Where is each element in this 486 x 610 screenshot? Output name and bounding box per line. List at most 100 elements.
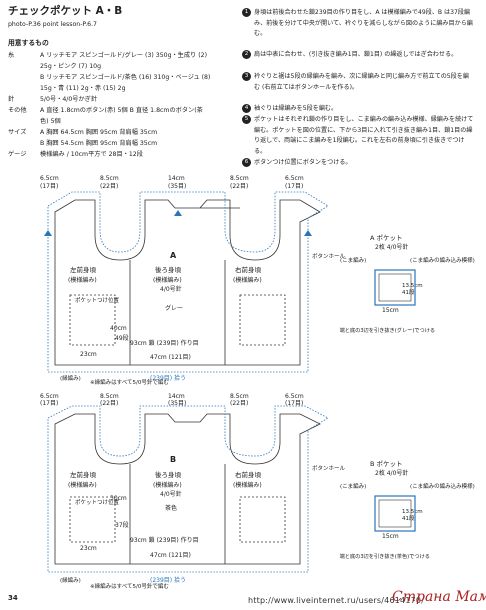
- pocket-placement: [69, 496, 116, 543]
- dim-stitches: (17目): [40, 400, 58, 407]
- pocket-width: 15cm: [382, 533, 399, 540]
- pickup-label: (239目) 拾う: [150, 576, 186, 584]
- buttonhole-label: ボタンホール: [312, 464, 346, 472]
- pocket-b-diagram: B ポケット 2枚 4/0号針 (こま編み) (こま編みの編み込み模様) 15c…: [340, 460, 475, 560]
- step-number: 3: [242, 72, 251, 81]
- material-text: 模様編み / 10cm平方で 28目・12段: [40, 151, 143, 158]
- step-number: 5: [242, 115, 251, 124]
- step-number: 1: [242, 8, 251, 17]
- dim-label: 6.5cm: [285, 393, 304, 400]
- dim-stitches: (17目): [40, 183, 58, 190]
- dim-label: 8.5cm: [230, 175, 249, 182]
- footer-url[interactable]: http://www.liveinternet.ru/users/4614170…: [248, 596, 425, 605]
- pocket-rows: 41段: [402, 514, 415, 522]
- photo-reference: photo-P.36 point lesson-P.6.7: [8, 21, 97, 28]
- material-text: 5/0号・4/0号かぎ針: [40, 96, 98, 103]
- diagram-letter: A: [170, 251, 177, 260]
- pocket-inner: [378, 273, 412, 302]
- dim-label: 6.5cm: [40, 393, 59, 400]
- material-label: ゲージ: [8, 151, 27, 158]
- pocket-position-label: ポケットつけ位置: [75, 296, 120, 304]
- note-label: ※縁編みはすべて5/0号針で編む: [90, 582, 169, 590]
- pocket-title: B ポケット: [370, 460, 403, 468]
- note-label: ※縁編みはすべて5/0号針で編む: [90, 378, 169, 386]
- material-text: 色) 5個: [40, 118, 61, 125]
- needle-label: 4/0号針: [160, 285, 182, 293]
- material-label: サイズ: [8, 129, 27, 136]
- right-front-label: 右前身頃: [235, 265, 262, 274]
- left-front-label: 左前身頃: [70, 470, 97, 479]
- side-width-label: 23cm: [80, 545, 97, 552]
- dim-stitches: (35目): [168, 183, 186, 190]
- dim-stitches: (22目): [100, 183, 118, 190]
- pocket-a-diagram: A ポケット 2枚 4/0号針 (こま編み) (こま編みの編み込み模様) 15c…: [340, 234, 475, 334]
- pocket-position-label: ポケットつけ位置: [75, 498, 120, 506]
- step-text: 肩は中表に合わせ、(引き抜き編み1目、鎖1目) の繰返しではぎ合わせる。: [254, 51, 458, 58]
- step-text: 袖ぐりは縁編みを5段を編む。: [254, 105, 338, 112]
- color-label: グレー: [165, 304, 183, 312]
- diagram-b: 6.5cm (17目) 8.5cm (22目) 14cm (35目) 8.5cm…: [40, 393, 346, 590]
- pocket-sub: 2枚 4/0号針: [375, 243, 408, 251]
- pocket-inner: [378, 499, 412, 528]
- pocket-caption: 左右の端と底の3辺を引き抜き(グレー)でつける: [340, 326, 435, 334]
- page-number: 34: [8, 594, 18, 602]
- material-text: 15g・青 (11) 2g・赤 (15) 2g: [40, 85, 126, 92]
- pattern-label: (こま編みの編み込み模様): [410, 482, 475, 490]
- buttonhole-label: ボタンホール: [312, 252, 346, 260]
- edge-label: (縁編み): [60, 374, 81, 382]
- dim-stitches: (22目): [230, 400, 248, 407]
- row-count-label: 49段: [115, 334, 129, 342]
- materials-heading: 用意するもの: [8, 39, 49, 47]
- bottom-dim: 47cm (121目): [150, 354, 191, 361]
- diagram-letter: B: [170, 455, 176, 464]
- pocket-width: 15cm: [382, 307, 399, 314]
- pocket-sub: 2枚 4/0号針: [375, 469, 408, 477]
- diagram-a: 6.5cm (17目) 8.5cm (22目) 14cm (35目) 8.5cm…: [40, 175, 346, 386]
- right-front-label: 右前身頃: [235, 470, 262, 479]
- pattern-label: (模様編み): [233, 276, 262, 284]
- pattern-label: (模様編み): [233, 481, 262, 489]
- pocket-rows: 41段: [402, 288, 415, 296]
- material-label: 糸: [8, 52, 15, 59]
- bottom-dim: 93cm 鎖 (239目) 作り目: [130, 339, 199, 347]
- material-label: 針: [8, 96, 15, 103]
- material-text: B リッチモア スピンゴールド/茶色 (16) 310g・ベージュ (8): [40, 74, 211, 81]
- pocket-height: 13.5cm: [402, 509, 423, 515]
- dim-label: 6.5cm: [40, 175, 59, 182]
- step-text: 身頃は前後合わせた鎖239目の作り目をし、A は模様編みで49段、B は37段編…: [254, 9, 473, 38]
- bottom-dim: 47cm (121目): [150, 552, 191, 559]
- arrow-icon: [174, 210, 182, 216]
- dim-label: 8.5cm: [230, 393, 249, 400]
- left-front-label: 左前身頃: [70, 265, 97, 274]
- pocket-placement: [69, 294, 116, 346]
- step-number: 6: [242, 158, 251, 167]
- back-label: 後ろ身頃: [155, 265, 182, 274]
- step-number: 2: [242, 50, 251, 59]
- pattern-label: (模様編み): [68, 481, 97, 489]
- dim-stitches: (22目): [100, 400, 118, 407]
- edge-label: (こま編み): [340, 256, 366, 264]
- brand-watermark: Страна Мам: [392, 589, 486, 605]
- pocket-height: 13.5cm: [402, 283, 423, 289]
- dim-label: 8.5cm: [100, 393, 119, 400]
- dim-stitches: (22目): [230, 183, 248, 190]
- pattern-label: (模様編み): [153, 481, 182, 489]
- step-text: ボタンつけ位置にボタンをつける。: [254, 159, 352, 166]
- edge-label: (こま編み): [340, 482, 366, 490]
- needle-label: 4/0号針: [160, 490, 182, 498]
- dim-label: 6.5cm: [285, 175, 304, 182]
- edge-label: (縁編み): [60, 576, 81, 584]
- pocket-shape: [374, 495, 416, 532]
- material-text: A 直径 1.8cmのボタン(赤) 5個 B 直径 1.8cmのボタン(茶: [40, 107, 203, 114]
- arrow-icon: [44, 230, 52, 236]
- step-text: ポケットはそれぞれ鎖の作り目をし、こま編みの編み込み模様、縁編みを続けて編む。ポ…: [254, 116, 474, 155]
- pocket-caption: 左右の端と底の3辺を引き抜き(茶色)でつける: [340, 552, 430, 560]
- page-title: チェックポケット A・B: [8, 5, 123, 17]
- dim-label: 14cm: [168, 175, 185, 182]
